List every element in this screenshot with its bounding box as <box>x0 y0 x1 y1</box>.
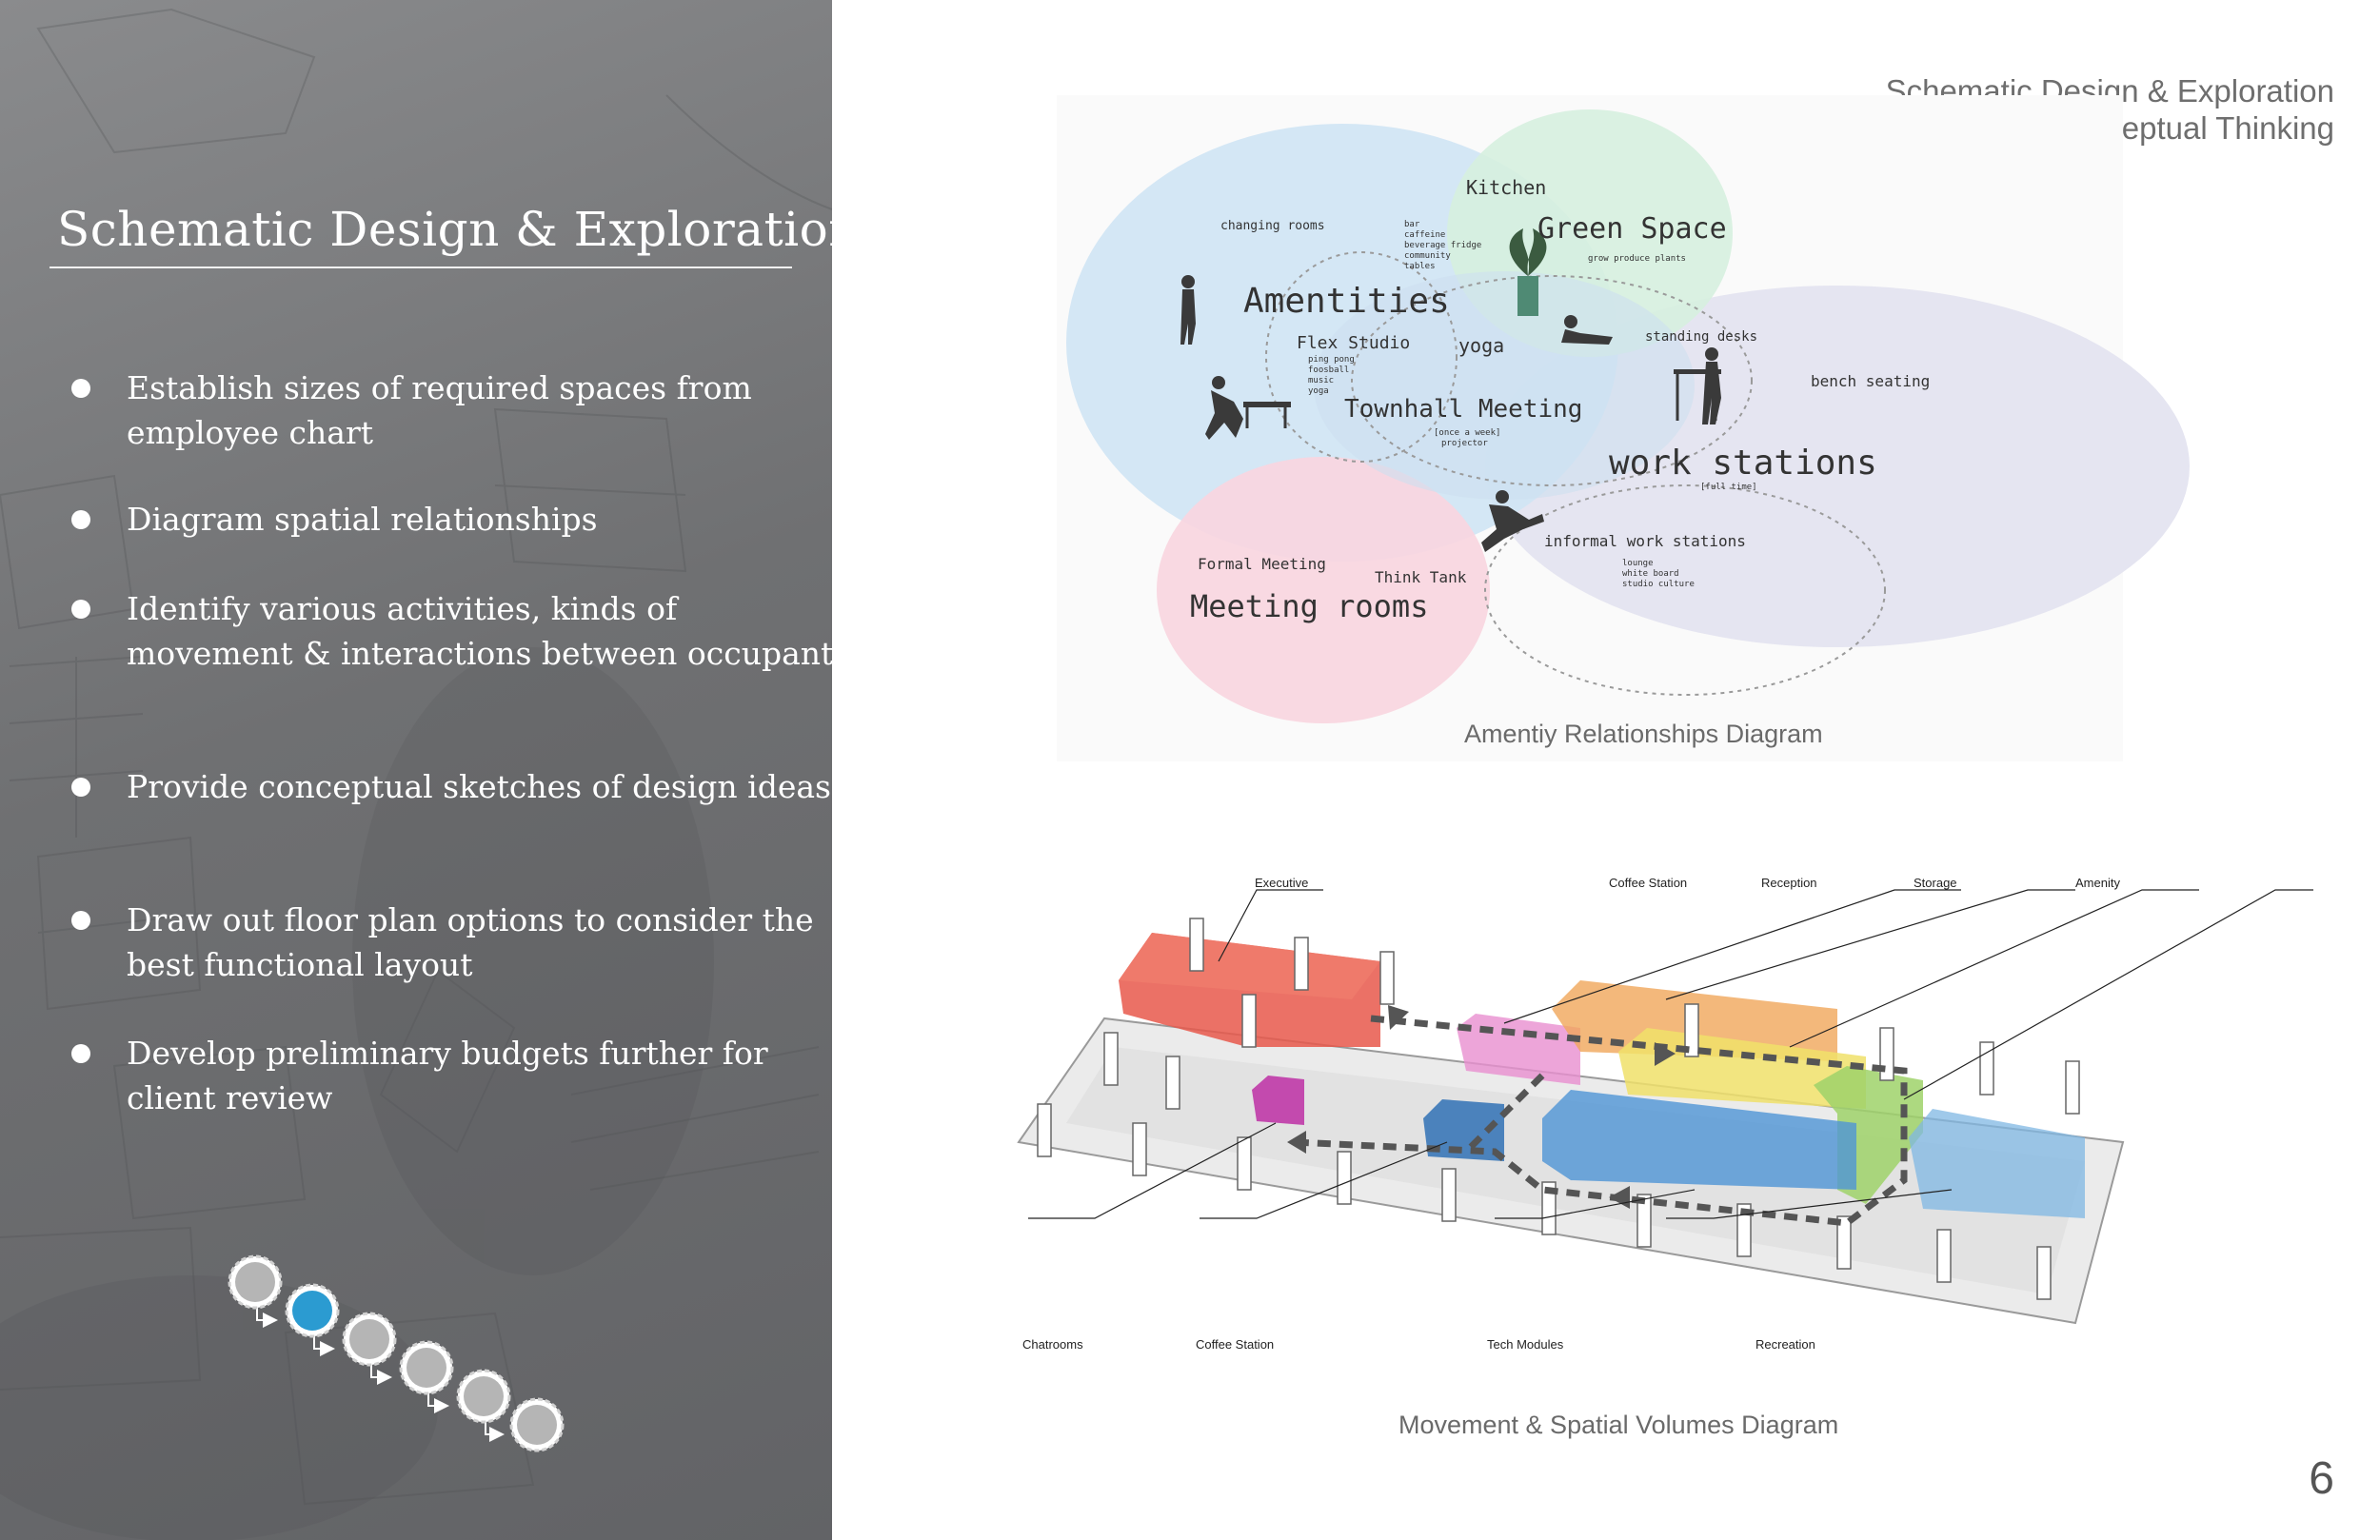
person-icon <box>1180 275 1196 345</box>
title-underline <box>50 267 792 268</box>
bullet-dot <box>71 911 90 930</box>
bullet-text: Provide conceptual sketches of design id… <box>127 764 832 809</box>
meeting-rooms-label: Meeting rooms <box>1190 588 1428 624</box>
flex-item: ping pong <box>1308 355 1355 365</box>
left-panel: Schematic Design & Exploration Establish… <box>0 0 832 1540</box>
coffee-station-bottom-label: Coffee Station <box>1196 1337 1274 1352</box>
chatrooms-label: Chatrooms <box>1022 1337 1083 1352</box>
bullet-dot <box>71 379 90 398</box>
progress-gear-4 <box>401 1342 452 1393</box>
progress-gear-5 <box>458 1371 509 1422</box>
chatrooms-volume <box>1252 1076 1304 1125</box>
yoga-label: yoga <box>1458 334 1504 357</box>
kitchen-item: bar <box>1404 220 1420 229</box>
executive-label: Executive <box>1255 876 1308 890</box>
flex-item: foosball <box>1308 365 1349 375</box>
flex-item: yoga <box>1308 386 1329 396</box>
bullet-text: Identify various activities, kinds of mo… <box>127 586 832 676</box>
standing-desks-label: standing desks <box>1645 329 1757 345</box>
recreation-volume <box>1909 1109 2085 1218</box>
kitchen-item: community <box>1404 251 1451 261</box>
spatial-volumes-diagram: Executive Coffee Station Reception Stora… <box>1009 876 2171 1371</box>
townhall-label: Townhall Meeting <box>1344 395 1582 424</box>
amenity-relationships-diagram: Kitchen bar caffeine beverage fridge com… <box>1057 95 2123 761</box>
bullet-dot <box>71 600 90 619</box>
full-time-label: [full time] <box>1700 483 1757 492</box>
amenities-label: Amentities <box>1243 282 1450 321</box>
bullet-text: Diagram spatial relationships <box>127 497 832 542</box>
progress-gear-2-active <box>287 1285 338 1336</box>
bench-seating-label: bench seating <box>1811 372 1930 390</box>
work-stations-label: work stations <box>1609 444 1877 483</box>
flex-studio-label: Flex Studio <box>1297 333 1410 353</box>
green-space-sub: grow produce plants <box>1588 254 1686 264</box>
reception-label: Reception <box>1761 876 1817 890</box>
kitchen-item: caffeine <box>1404 230 1445 240</box>
panel-title: Schematic Design & Exploration <box>57 202 832 257</box>
tech-modules-label: Tech Modules <box>1487 1337 1564 1352</box>
flex-item: music <box>1308 376 1334 385</box>
progress-gear-6 <box>511 1399 563 1451</box>
informal-item: studio culture <box>1622 580 1695 589</box>
bullet-text: Draw out floor plan options to consider … <box>127 898 832 987</box>
townhall-sub: [once a week] <box>1434 428 1500 438</box>
kitchen-item: beverage fridge <box>1404 241 1481 250</box>
bullet-dot <box>71 1044 90 1063</box>
bullet-dot <box>71 778 90 797</box>
progress-gear-1 <box>229 1256 281 1308</box>
storage-label: Storage <box>1914 876 1957 890</box>
page-number: 6 <box>2309 1452 2334 1505</box>
bullet-dot <box>71 510 90 529</box>
bullet-text: Develop preliminary budgets further for … <box>127 1031 832 1120</box>
coffee-station-top-label: Coffee Station <box>1609 876 1687 890</box>
informal-label: informal work stations <box>1544 532 1746 550</box>
green-space-label: Green Space <box>1537 212 1727 246</box>
think-tank-label: Think Tank <box>1375 568 1467 586</box>
informal-item: white board <box>1622 569 1679 579</box>
recreation-label: Recreation <box>1755 1337 1815 1352</box>
kitchen-label: Kitchen <box>1466 176 1546 199</box>
changing-rooms-label: changing rooms <box>1220 219 1325 233</box>
progress-gear-3 <box>344 1313 395 1365</box>
bullet-text: Establish sizes of required spaces from … <box>127 365 832 455</box>
progress-steps <box>219 1252 581 1461</box>
amenity-diagram-caption: Amentiy Relationships Diagram <box>1464 720 1823 749</box>
kitchen-item: tables <box>1404 262 1436 271</box>
amenity-label: Amenity <box>2075 876 2120 890</box>
informal-item: lounge <box>1622 559 1654 568</box>
formal-meeting-label: Formal Meeting <box>1198 555 1326 573</box>
volumes-diagram-caption: Movement & Spatial Volumes Diagram <box>1398 1411 1838 1440</box>
townhall-sub: projector <box>1441 439 1488 448</box>
